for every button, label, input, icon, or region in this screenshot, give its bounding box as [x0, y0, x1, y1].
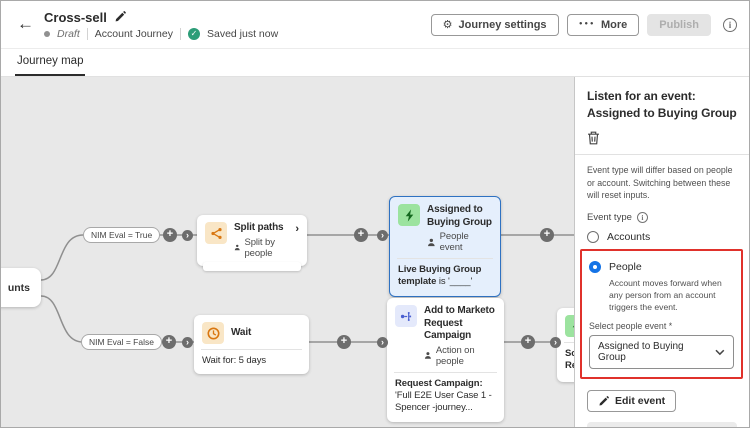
node-title: Assigned to Buying Group [427, 204, 492, 228]
status-badge: Draft [57, 27, 80, 40]
page-title: Cross-sell [44, 9, 107, 25]
split-paths-node[interactable]: Split paths Split by people › [197, 215, 307, 270]
branch-label-true: NIM Eval = True [83, 227, 161, 243]
person-icon [428, 238, 435, 246]
add-node-button[interactable]: + [354, 228, 368, 242]
node-divider [397, 258, 493, 259]
delete-icon[interactable] [587, 131, 600, 145]
info-icon[interactable]: i [636, 212, 648, 224]
back-icon[interactable]: ← [11, 13, 42, 36]
wait-clock-icon [202, 322, 224, 344]
add-node-button[interactable]: + [337, 335, 351, 349]
node-divider [201, 349, 302, 350]
accounts-node[interactable]: unts [1, 268, 41, 307]
chevron-down-icon [715, 349, 725, 355]
radio-selected-icon [589, 261, 601, 274]
node-detail: Request Campaign: 'Full E2E User Case 1 … [395, 377, 492, 414]
tab-journey-map[interactable]: Journey map [15, 55, 86, 76]
gear-icon: ⚙ [442, 18, 453, 31]
saved-check-icon: ✓ [187, 27, 200, 40]
publish-button[interactable]: Publish [647, 13, 711, 36]
more-dots-icon: ••• [578, 20, 595, 28]
journey-canvas: unts NIM Eval = True NIM Eval = False + … [1, 77, 749, 427]
path-arrow-icon: › [550, 336, 561, 348]
add-node-button[interactable]: + [521, 335, 535, 349]
pencil-icon [599, 395, 609, 406]
marketo-request-campaign-node[interactable]: Add to Marketo Request Campaign Action o… [387, 298, 504, 422]
path-arrow-icon: › [182, 336, 193, 348]
event-config-panel: Listen for an event: Assigned to Buying … [574, 77, 749, 427]
radio-accounts[interactable]: Accounts [587, 231, 737, 244]
journey-settings-button[interactable]: ⚙ Journey settings [430, 13, 559, 36]
add-node-button[interactable]: + [163, 228, 177, 242]
node-title: Wait [231, 326, 252, 338]
add-node-button[interactable]: + [162, 335, 176, 349]
divider [86, 27, 88, 40]
people-option-description: Account moves forward when any person fr… [609, 278, 722, 313]
person-icon [424, 352, 431, 359]
radio-circle-icon [587, 231, 599, 244]
annotation-highlight-box: People Account moves forward when any pe… [580, 249, 743, 380]
more-button[interactable]: ••• More [566, 13, 640, 36]
draft-status-dot [44, 30, 50, 37]
node-subtitle: Action on people [435, 344, 475, 367]
wait-node[interactable]: Wait Wait for: 5 days [194, 315, 309, 375]
path-arrow-icon: › [182, 229, 193, 241]
edit-title-icon[interactable] [114, 11, 126, 23]
path-arrow-icon: › [377, 336, 388, 348]
add-node-button[interactable]: + [540, 228, 554, 242]
branch-label-false: NIM Eval = False [81, 334, 162, 350]
people-event-select-value: Assigned to Buying Group [598, 341, 684, 364]
event-lightning-icon [398, 204, 420, 226]
event-type-label: Event type [587, 212, 632, 224]
event-type-help-text: Event type will differ based on people o… [587, 164, 733, 201]
event-summary-box: Live Buying Group template is '_____' [587, 422, 737, 427]
person-icon [234, 244, 240, 251]
node-title: Add to Marketo Request Campaign [424, 305, 495, 341]
path-arrow-icon: › [377, 229, 388, 241]
radio-people[interactable]: People [589, 261, 734, 274]
split-paths-icon [205, 222, 227, 244]
panel-title: Listen for an event: Assigned to Buying … [587, 89, 737, 121]
divider [179, 27, 181, 40]
info-icon[interactable]: i [723, 17, 737, 32]
node-subtitle: People event [439, 231, 469, 253]
tab-bar: Journey map [1, 48, 749, 77]
top-bar: ← Cross-sell Draft Account Journey ✓ Sav… [1, 1, 749, 48]
node-title: Split paths [234, 222, 284, 233]
title-block: Cross-sell Draft Account Journey ✓ Saved… [44, 10, 278, 40]
node-subtitle: Split by people [244, 236, 275, 259]
select-people-event-label: Select people event * [589, 321, 673, 332]
edit-event-button[interactable]: Edit event [587, 390, 677, 413]
chevron-right-icon: › [295, 223, 299, 235]
saved-status-text: Saved just now [206, 27, 279, 40]
node-detail: Wait for: 5 days [202, 355, 267, 366]
people-event-select[interactable]: Assigned to Buying Group [589, 335, 734, 370]
node-detail: Live Buying Group template is '____' [398, 264, 482, 288]
campaign-flow-icon [395, 305, 417, 327]
assigned-to-buying-group-node[interactable]: Assigned to Buying Group People event Li… [389, 196, 501, 297]
journey-type-label: Account Journey [94, 27, 173, 40]
panel-divider [575, 153, 749, 155]
node-divider [394, 371, 497, 373]
accounts-node-label: unts [7, 281, 30, 294]
